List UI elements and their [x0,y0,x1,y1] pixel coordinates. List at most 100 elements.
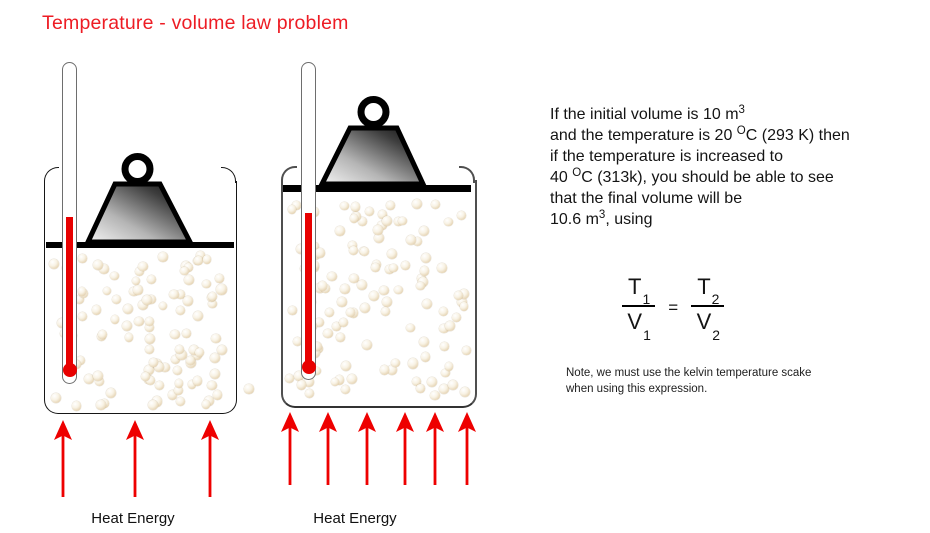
heat-energy-label-initial: Heat Energy [91,510,175,527]
gas-particle [110,271,120,281]
gas-particle [439,307,449,317]
gas-particle [406,323,415,333]
gas-particle [335,226,345,236]
fraction-initial-denominator: V1 [627,309,651,343]
gas-particle [457,296,468,307]
gas-particle [369,291,380,302]
gas-particle [459,302,469,311]
gas-particle [207,380,217,390]
gas-particle [336,333,345,342]
gas-particle [216,344,228,355]
gas-particle [391,359,400,368]
heat-arrow-icon [201,420,219,497]
fraction-final-denominator: V2 [696,309,721,343]
heat-arrow-icon [281,412,299,485]
gas-particle [187,380,197,390]
gas-particle [381,215,392,226]
gas-particle [112,294,122,305]
gas-particle [292,201,301,210]
gas-particle [398,216,407,226]
gas-particle [362,339,372,350]
gas-particle [419,265,430,276]
heat-arrow-icon [126,420,144,497]
gas-particle [381,306,391,316]
gas-particle [350,202,361,213]
problem-line: If the initial volume is 10 m3 [550,104,745,123]
problem-line: 40 OC (313k), you should be able to see [550,167,834,186]
gas-particle [359,246,370,256]
gas-particle [176,349,187,361]
gas-particle [215,274,225,283]
gas-particle [337,297,347,307]
gas-particle [176,397,186,407]
gas-particle [314,317,325,328]
gas-particle [192,375,203,386]
gas-particle [419,336,429,347]
gas-particle [357,217,367,226]
gas-particle [183,296,193,306]
gas-particle [171,355,181,365]
gas-particle [453,290,463,300]
gas-particle [347,374,358,385]
gas-particle [371,263,380,273]
gas-particle [174,379,184,388]
gas-particle [440,342,449,351]
gas-particle [413,237,423,247]
gas-particle [140,371,150,381]
gas-particle [211,333,221,344]
gas-particle [304,377,315,388]
note-line: Note, we must use the kelvin temperature… [566,367,812,379]
gas-particle [340,284,350,294]
gas-particle [193,311,204,322]
gas-particle [312,341,323,352]
gas-particle [194,256,203,265]
gas-particle [186,355,196,365]
gas-particle [452,312,462,322]
gas-particle [143,364,154,375]
weight-ring-icon [121,153,154,185]
fraction-final-numerator: T2 [691,274,725,308]
gas-particle [160,362,170,372]
gas-particle [144,322,155,333]
gas-particle [296,244,306,254]
gas-particle [340,201,349,211]
gas-particle [416,281,425,291]
heat-arrow-icon [458,412,476,485]
beaker-final [281,180,477,408]
gas-particle [96,400,106,410]
gas-particle [439,383,450,394]
gas-particle [401,261,410,270]
piston-initial [46,242,234,248]
gas-particle [461,346,471,355]
gas-particle [154,380,164,390]
weight-trapezoid-icon [84,181,195,245]
gas-particle [437,263,447,273]
gas-particle [71,401,82,411]
heat-arrow-icon [358,412,376,485]
gas-particle [459,386,470,397]
gas-particle [122,321,133,332]
beaker-initial-lip-left [44,167,59,183]
gas-particle [284,373,294,383]
gas-particle [348,241,357,250]
gas-particle [137,300,148,310]
gas-particle [405,234,416,245]
gas-particle [176,306,186,316]
weight-icon-initial [84,153,195,245]
weight-icon-final [318,96,427,187]
heat-arrow-icon [54,420,72,497]
gas-particle [430,390,440,400]
gas-particle [138,261,148,272]
note-line: when using this expression. [566,382,708,395]
gas-particle [443,217,453,227]
gas-particle [296,380,307,390]
gas-particle [145,333,156,344]
gas-particle [147,274,157,284]
gas-particle [458,289,469,300]
gas-particle [124,333,134,343]
gas-particle [122,304,133,315]
gas-particle [144,344,155,355]
gas-particle [346,307,355,317]
problem-line: if the temperature is increased to [550,148,784,165]
gas-particle [416,383,425,393]
